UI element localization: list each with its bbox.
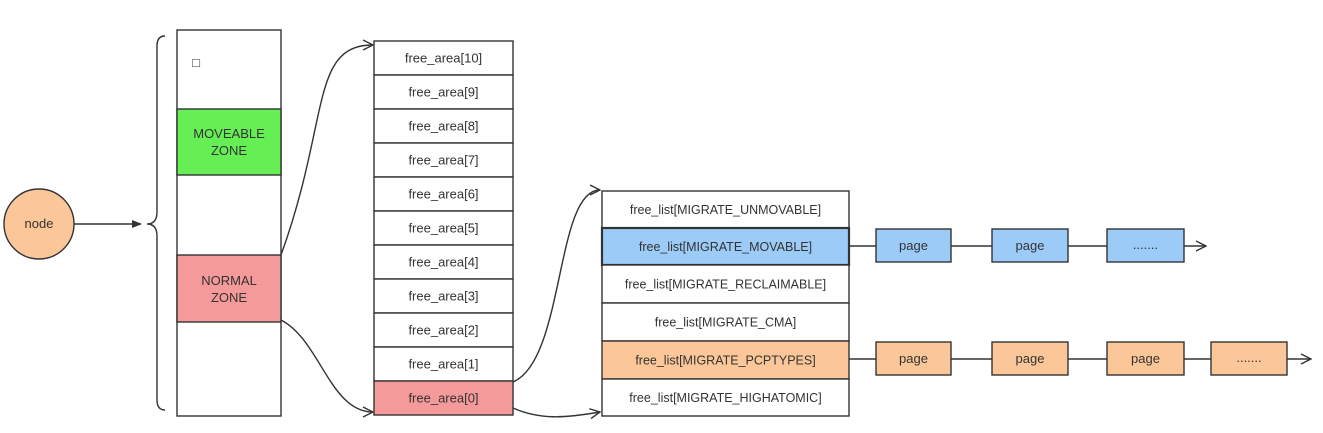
page-box-label: page bbox=[1016, 351, 1045, 366]
page-box-label: page bbox=[899, 238, 928, 253]
moveable-zone-box bbox=[176, 108, 282, 176]
zone-column: □ MOVEABLE ZONE NORMAL ZONE bbox=[176, 29, 282, 417]
free-area-cell-box bbox=[373, 244, 514, 280]
free-area-cell-box bbox=[373, 108, 514, 144]
free-area-cell-label: free_area[9] bbox=[408, 85, 478, 100]
free-area-cell: free_area[5] bbox=[373, 210, 514, 246]
free-area-cell-label: free_area[5] bbox=[408, 221, 478, 236]
free-list-cell-pcptypes: free_list[MIGRATE_PCPTYPES] bbox=[601, 340, 850, 380]
free-area-cell: free_area[7] bbox=[373, 142, 514, 178]
free-area-cell-box bbox=[373, 142, 514, 178]
free-list-cell-box bbox=[601, 340, 850, 380]
free-area-cell: free_area[4] bbox=[373, 244, 514, 280]
free-list-cell-label: free_list[MIGRATE_MOVABLE] bbox=[639, 240, 812, 254]
free-area-cell-label: free_area[8] bbox=[408, 119, 478, 134]
node-label: node bbox=[25, 216, 54, 231]
free-area-cell-highlighted: free_area[0] bbox=[373, 380, 514, 416]
page-box bbox=[875, 341, 952, 376]
free-list-cell-movable: free_list[MIGRATE_MOVABLE] bbox=[600, 226, 851, 267]
free-list-cell-label: free_list[MIGRATE_UNMOVABLE] bbox=[630, 203, 821, 217]
free-area-cell-box bbox=[373, 380, 514, 416]
moveable-zone-label-line1: MOVEABLE bbox=[193, 126, 265, 141]
free-list-column: free_list[MIGRATE_UNMOVABLE] free_list[M… bbox=[600, 190, 851, 417]
node: node bbox=[3, 188, 75, 260]
free-list-cell-box bbox=[601, 190, 850, 229]
free-area-cell-label: free_area[3] bbox=[408, 289, 478, 304]
free-list-cell-label: free_list[MIGRATE_CMA] bbox=[655, 316, 796, 330]
free-list-cell-box bbox=[601, 264, 850, 304]
free-area-to-free-list-bottom-curve bbox=[512, 407, 600, 417]
zone-column-outline bbox=[176, 29, 282, 417]
free-area-cell-box bbox=[373, 176, 514, 212]
free-list-cell: free_list[MIGRATE_CMA] bbox=[601, 302, 850, 342]
free-area-cell-label: free_area[0] bbox=[408, 391, 478, 406]
free-area-column: free_area[10] free_area[9] free_area[8] … bbox=[373, 40, 514, 416]
free-area-cell: free_area[9] bbox=[373, 74, 514, 110]
free-area-cell-label: free_area[7] bbox=[408, 153, 478, 168]
normal-zone-label-line1: NORMAL bbox=[201, 273, 257, 288]
ellipsis-box-label: ....... bbox=[1236, 350, 1261, 365]
page-box-label: page bbox=[1131, 351, 1160, 366]
free-area-cell-label: free_area[1] bbox=[408, 357, 478, 372]
free-list-cell: free_list[MIGRATE_RECLAIMABLE] bbox=[601, 264, 850, 304]
movable-page-chain: page page ....... bbox=[849, 228, 1206, 263]
free-list-cell: free_list[MIGRATE_HIGHATOMIC] bbox=[601, 378, 850, 417]
zones-brace bbox=[146, 35, 166, 411]
page-box-label: page bbox=[899, 351, 928, 366]
free-list-cell-label: free_list[MIGRATE_RECLAIMABLE] bbox=[625, 278, 826, 292]
pcptypes-page-chain: page page page ....... bbox=[849, 341, 1311, 376]
free-area-cell-label: free_area[2] bbox=[408, 323, 478, 338]
free-area-cell: free_area[10] bbox=[373, 40, 514, 76]
free-area-cell-box bbox=[373, 346, 514, 382]
free-area-cell-label: free_area[6] bbox=[408, 187, 478, 202]
free-list-cell-label: free_list[MIGRATE_HIGHATOMIC] bbox=[629, 391, 821, 405]
page-box bbox=[875, 228, 952, 263]
page-box-label: page bbox=[1016, 238, 1045, 253]
normal-zone-to-free-area-top-curve bbox=[280, 45, 373, 256]
ellipsis-box-label: ....... bbox=[1133, 237, 1158, 252]
free-area-cell: free_area[1] bbox=[373, 346, 514, 382]
free-area-to-free-list-top-curve bbox=[512, 190, 600, 383]
normal-zone-to-free-area-bottom-curve bbox=[280, 319, 373, 412]
free-list-cell-box bbox=[601, 378, 850, 417]
ellipsis-box bbox=[1210, 341, 1288, 376]
free-area-cell-label: free_area[10] bbox=[405, 51, 482, 66]
free-area-cell: free_area[2] bbox=[373, 312, 514, 348]
free-area-cell: free_area[8] bbox=[373, 108, 514, 144]
normal-zone-box bbox=[176, 254, 282, 323]
free-area-cell-box bbox=[373, 210, 514, 246]
free-list-cell-label: free_list[MIGRATE_PCPTYPES] bbox=[635, 354, 815, 368]
free-list-cell-box bbox=[601, 302, 850, 342]
ellipsis-box bbox=[1106, 228, 1185, 263]
free-area-cell-label: free_area[4] bbox=[408, 255, 478, 270]
free-area-cell-box bbox=[373, 40, 514, 76]
zone-top-marker: □ bbox=[192, 55, 200, 70]
moveable-zone-label-line2: ZONE bbox=[211, 143, 247, 158]
free-area-cell-box bbox=[373, 278, 514, 314]
free-list-cell: free_list[MIGRATE_UNMOVABLE] bbox=[601, 190, 850, 229]
page-box bbox=[1106, 341, 1185, 376]
normal-zone-label-line2: ZONE bbox=[211, 290, 247, 305]
free-area-cell: free_area[3] bbox=[373, 278, 514, 314]
free-area-cell-box bbox=[373, 312, 514, 348]
free-area-cell: free_area[6] bbox=[373, 176, 514, 212]
